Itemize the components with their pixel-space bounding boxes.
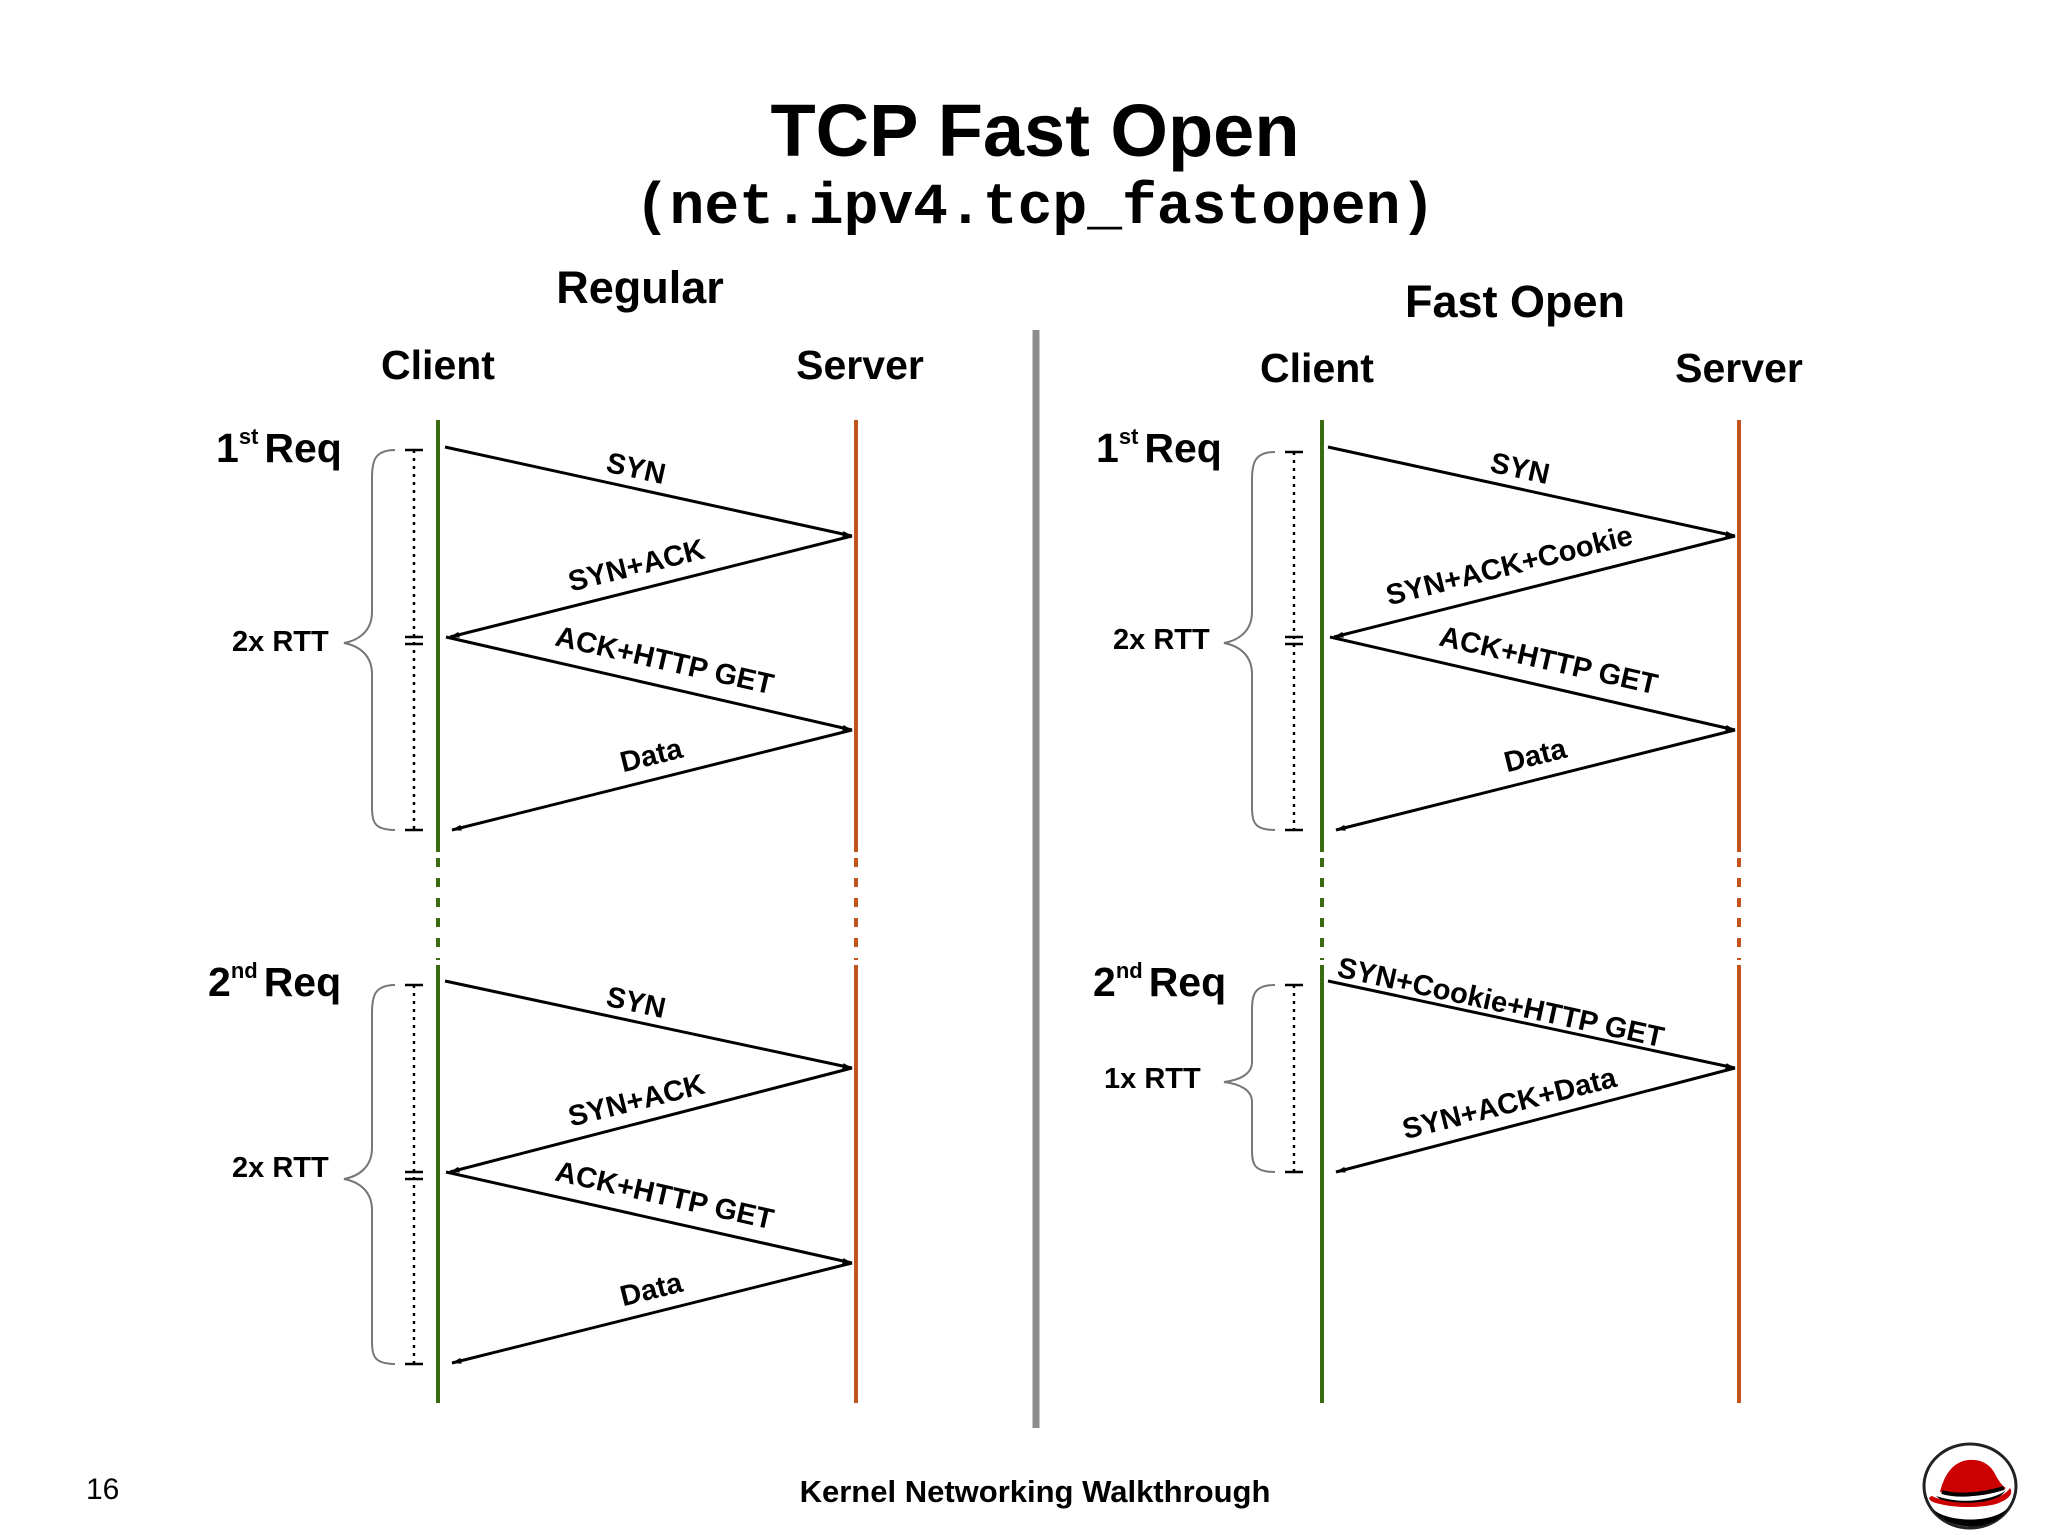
regular-req2-synack-arrow [449, 1066, 853, 1174]
regular-client-label: Client [381, 342, 495, 388]
regular-req1-synack-arrow [449, 534, 853, 639]
fastopen-req2-brace [1223, 984, 1276, 1173]
regular-req2-syn-arrow [444, 979, 853, 1070]
page-subtitle: (net.ipv4.tcp_fastopen) [634, 176, 1436, 241]
fastopen-server-label: Server [1675, 345, 1803, 391]
fastopen-req1-syn-arrow [1327, 445, 1736, 538]
fastopen-req2-syncookie-arrow [1327, 979, 1736, 1070]
regular-req2-ack-arrow [445, 1170, 853, 1265]
regular-req1-rtt-measure [405, 448, 423, 832]
fastopen-req1-rtt-measure [1285, 450, 1303, 832]
regular-req1-brace [343, 449, 396, 831]
fastopen-req2-synackdata-arrow [1335, 1066, 1736, 1174]
page-title: TCP Fast Open [770, 89, 1300, 172]
regular-req1-data-arrow [451, 728, 853, 832]
regular-req2-brace [343, 984, 396, 1365]
regular-req1-syn-arrow [444, 445, 853, 538]
footer-title: Kernel Networking Walkthrough [799, 1474, 1271, 1509]
regular-req1-rtt-label: 2x RTT [232, 626, 329, 658]
fastopen-req1-ack-arrow [1329, 635, 1736, 732]
fastopen-req2-rtt-label: 1x RTT [1104, 1063, 1201, 1095]
fastopen-req1-synackcookie-arrow [1333, 534, 1736, 639]
fastopen-heading: Fast Open [1404, 276, 1626, 327]
fastopen-req1-data-arrow [1335, 728, 1736, 832]
regular-req2-data-arrow [451, 1261, 853, 1365]
fastopen-req1-rtt-label: 2x RTT [1113, 624, 1210, 656]
fastopen-req1-brace [1223, 451, 1276, 831]
red-hat-logo-icon [1922, 1442, 2018, 1530]
regular-req2-rtt-label: 2x RTT [232, 1152, 329, 1184]
fastopen-req2-rtt-measure [1285, 983, 1303, 1174]
regular-req1-ack-arrow [445, 635, 853, 732]
regular-req2-rtt-measure [405, 983, 423, 1366]
fastopen-client-label: Client [1260, 345, 1374, 391]
regular-heading: Regular [556, 262, 724, 313]
page-number: 16 [86, 1473, 120, 1506]
regular-server-label: Server [796, 342, 924, 388]
